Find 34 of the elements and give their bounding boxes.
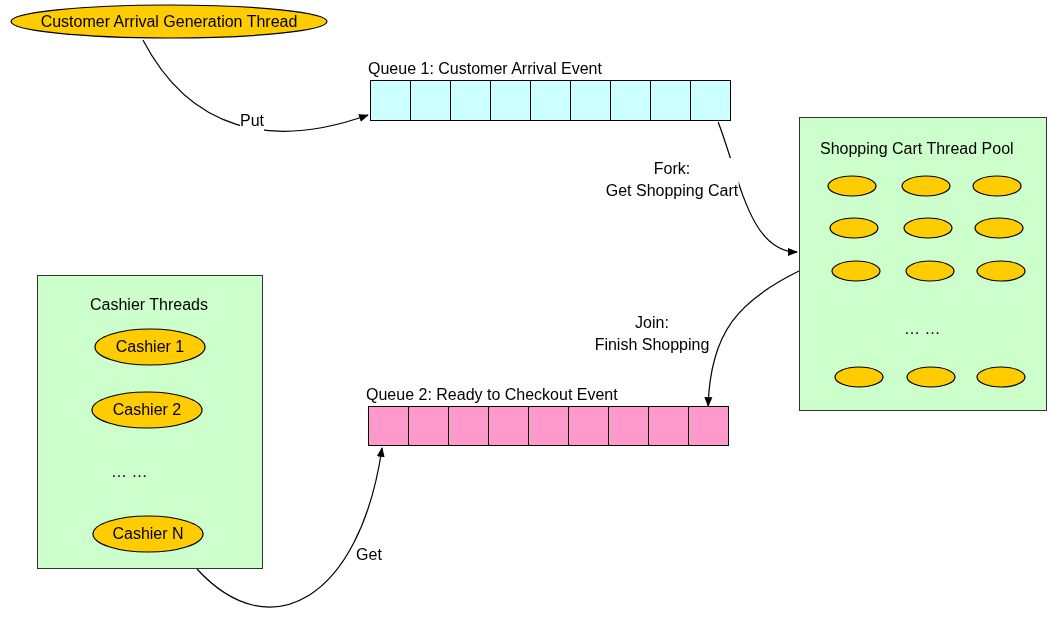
ellipsis-text: … … [111, 463, 148, 481]
thread-ellipse [901, 175, 951, 197]
thread-label: Cashier N [111, 525, 185, 543]
thread-ellipse [94, 328, 206, 366]
thread-ellipse [906, 366, 956, 388]
thread-ellipse [10, 4, 328, 39]
thread-ellipse [972, 175, 1022, 197]
thread-ellipse [834, 366, 884, 388]
queue-title: Queue 2: Ready to Checkout Event [366, 386, 618, 404]
arrow [142, 39, 369, 132]
thread-ellipse [831, 260, 881, 282]
thread-label: Customer Arrival Generation Thread [39, 12, 299, 31]
thread-ellipse [827, 175, 877, 197]
queue-title: Queue 1: Customer Arrival Event [368, 60, 602, 78]
thread-ellipse [974, 217, 1024, 239]
thread-label: Cashier 2 [111, 401, 183, 419]
thread-ellipse [92, 515, 204, 553]
thread-ellipse [976, 260, 1026, 282]
thread-pool-panel [37, 275, 263, 569]
thread-ellipse [91, 391, 203, 429]
arrow [704, 270, 800, 408]
thread-ellipse [829, 217, 879, 239]
ellipsis-text: … … [904, 320, 941, 338]
thread-pool-panel [799, 117, 1047, 411]
panel-title: Cashier Threads [90, 296, 208, 314]
edge-label: Fork: Get Shopping Cart [605, 158, 739, 202]
thread-ellipse [905, 260, 955, 282]
event-queue [366, 386, 730, 447]
arrow [196, 447, 385, 608]
thread-label: Cashier 1 [114, 338, 186, 356]
panel-title: Shopping Cart Thread Pool [820, 140, 1014, 158]
event-queue [368, 60, 732, 122]
thread-ellipse [976, 366, 1026, 388]
thread-ellipse [903, 217, 953, 239]
